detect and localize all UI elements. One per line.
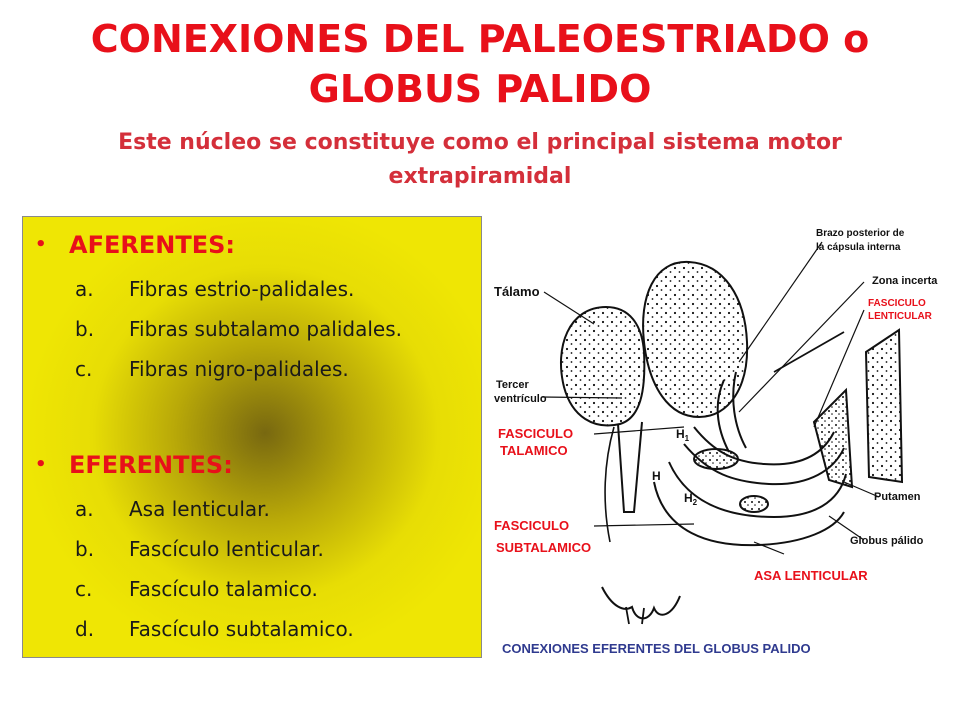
leader-line-globus (828, 515, 865, 541)
afferents-heading-text: AFERENTES: (69, 231, 235, 259)
fibre-bundle-5 (716, 379, 730, 453)
internal-capsule-line (773, 331, 845, 373)
efferents-heading-text: EFERENTES: (69, 451, 233, 479)
red-label-fasc-sub-1: FASCICULO (494, 518, 569, 533)
label-h2: H2 (684, 491, 698, 507)
subthalamic-nucleus (693, 448, 739, 470)
efferents-heading: • EFERENTES: (35, 451, 233, 479)
label-zona-incerta: Zona incerta (872, 275, 938, 287)
third-ventricle (617, 421, 643, 513)
list-marker: b. (75, 317, 95, 341)
leader-line-talamo (543, 291, 595, 325)
diagram-caption: CONEXIONES EFERENTES DEL GLOBUS PALIDO (502, 641, 811, 656)
label-tercer-1: Tercer (496, 379, 530, 391)
efferents-list: a. Asa lenticular. b. Fascículo lenticular… (75, 489, 354, 649)
list-marker: d. (75, 617, 95, 641)
slide-subtitle: Este núcleo se constituye como el princi… (60, 126, 900, 194)
efferent-item-text: Fascículo subtalamico. (129, 617, 354, 641)
leader-line-fasc-tal (593, 426, 685, 435)
fibre-bundle-6 (732, 371, 747, 449)
fibre-bundle-4 (653, 481, 845, 547)
efferent-item: a. Asa lenticular. (75, 489, 354, 529)
label-tercer-2: ventrículo (494, 393, 547, 405)
red-label-fasc-tal-1: FASCICULO (498, 426, 573, 441)
red-label-fasc-lent-1: FASCICULO (868, 298, 926, 309)
leader-line-fasc-lent (813, 309, 865, 428)
list-marker: b. (75, 537, 95, 561)
thalamus-right-lobe (642, 260, 749, 419)
afferents-heading: • AFERENTES: (35, 231, 235, 259)
fibre-bundle-3 (668, 461, 847, 519)
list-marker: a. (75, 277, 94, 301)
label-h: H (652, 469, 661, 483)
label-globus: Globus pálido (850, 535, 924, 547)
label-h2-sub: 2 (693, 498, 698, 507)
label-brazo-2: la cápsula interna (816, 242, 901, 253)
list-marker: c. (75, 577, 93, 601)
bullet-icon: • (35, 234, 47, 255)
leader-line-putamen (843, 481, 880, 498)
leader-line-brazo (738, 241, 823, 363)
globus-palido-diagram: Tálamo Tercer ventrículo Brazo posterior… (494, 228, 938, 656)
label-h1-letter: H (676, 427, 685, 441)
red-label-asa: ASA LENTICULAR (754, 568, 868, 583)
lower-nucleus (739, 495, 769, 513)
slide-subtitle-line-1: Este núcleo se constituye como el princi… (118, 130, 842, 155)
midline-outline (604, 426, 615, 543)
label-h1-sub: 1 (685, 434, 690, 443)
list-marker: a. (75, 497, 94, 521)
bullet-icon: • (35, 454, 47, 475)
afferent-item: b. Fibras subtalamo palidales. (75, 309, 402, 349)
red-label-fasc-tal-2: TALAMICO (500, 443, 568, 458)
afferent-item-text: Fibras nigro-palidales. (129, 357, 349, 381)
list-marker: c. (75, 357, 93, 381)
red-label-fasc-lent-2: LENTICULAR (868, 311, 933, 322)
afferent-item: a. Fibras estrio-palidales. (75, 269, 402, 309)
efferent-item: d. Fascículo subtalamico. (75, 609, 354, 649)
afferents-list: a. Fibras estrio-palidales. b. Fibras subt… (75, 269, 402, 389)
brainstem-outline (601, 586, 681, 620)
label-h2-letter: H (684, 491, 693, 505)
leader-line-zona (738, 281, 865, 413)
afferent-item: c. Fibras nigro-palidales. (75, 349, 402, 389)
slide-title-line-2: GLOBUS PALIDO (308, 67, 652, 111)
slide-subtitle-line-2: extrapiramidal (388, 164, 572, 189)
thalamus-left-lobe (560, 305, 646, 427)
slide-title: CONEXIONES DEL PALEOESTRIADO o GLOBUS PA… (0, 14, 960, 114)
efferent-item-text: Fascículo talamico. (129, 577, 318, 601)
label-talamo: Tálamo (494, 284, 540, 299)
afferent-item-text: Fibras subtalamo palidales. (129, 317, 402, 341)
efferent-item: c. Fascículo talamico. (75, 569, 354, 609)
label-brazo-1: Brazo posterior de (816, 228, 905, 239)
leader-line-asa (753, 541, 785, 555)
content-panel: • AFERENTES: a. Fibras estrio-palidales. … (22, 216, 482, 658)
putamen-shape (864, 328, 904, 484)
label-h1: H1 (676, 427, 690, 443)
efferent-item-text: Fascículo lenticular. (129, 537, 324, 561)
brainstem-inner (625, 606, 645, 625)
efferent-item-text: Asa lenticular. (129, 497, 270, 521)
globus-pallidus-shape (812, 387, 854, 489)
red-label-fasc-sub-2: SUBTALAMICO (496, 540, 591, 555)
label-putamen: Putamen (874, 491, 921, 503)
efferent-item: b. Fascículo lenticular. (75, 529, 354, 569)
afferent-item-text: Fibras estrio-palidales. (129, 277, 355, 301)
slide-title-line-1: CONEXIONES DEL PALEOESTRIADO o (90, 17, 870, 61)
leader-line-fasc-sub (593, 523, 695, 527)
leader-line-tercer (541, 396, 623, 399)
